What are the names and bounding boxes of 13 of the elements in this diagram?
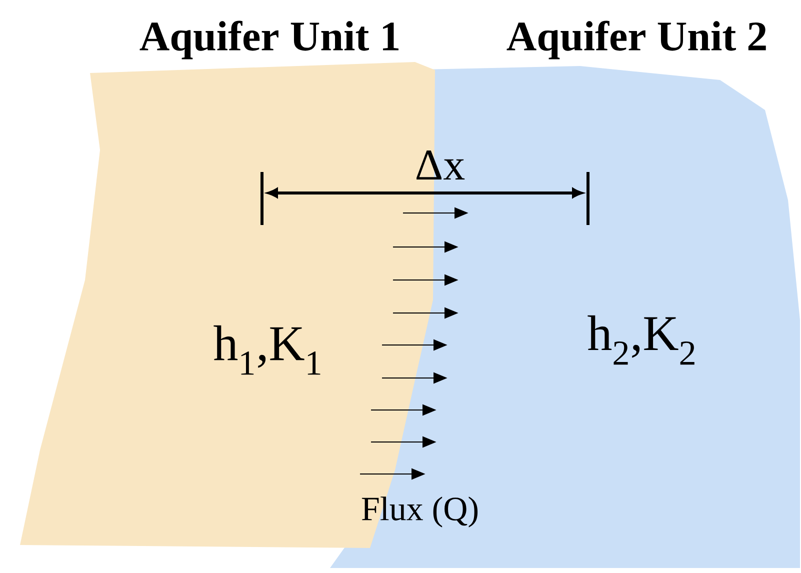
flux-arrow (382, 339, 448, 351)
flux-arrow (402, 207, 468, 219)
flux-arrow (382, 372, 448, 384)
flux-arrow (392, 307, 458, 319)
region-heading: Aquifer Unit 2 (506, 20, 766, 60)
flux-arrow (370, 404, 436, 416)
flux-arrow (370, 436, 436, 448)
flux-arrow (392, 241, 458, 253)
flux-arrow (360, 468, 426, 480)
dimension-label: Δx (416, 150, 465, 180)
flux-label: Flux (Q) (362, 496, 478, 528)
region-heading: Aquifer Unit 1 (140, 20, 398, 60)
flux-arrow (392, 274, 458, 286)
